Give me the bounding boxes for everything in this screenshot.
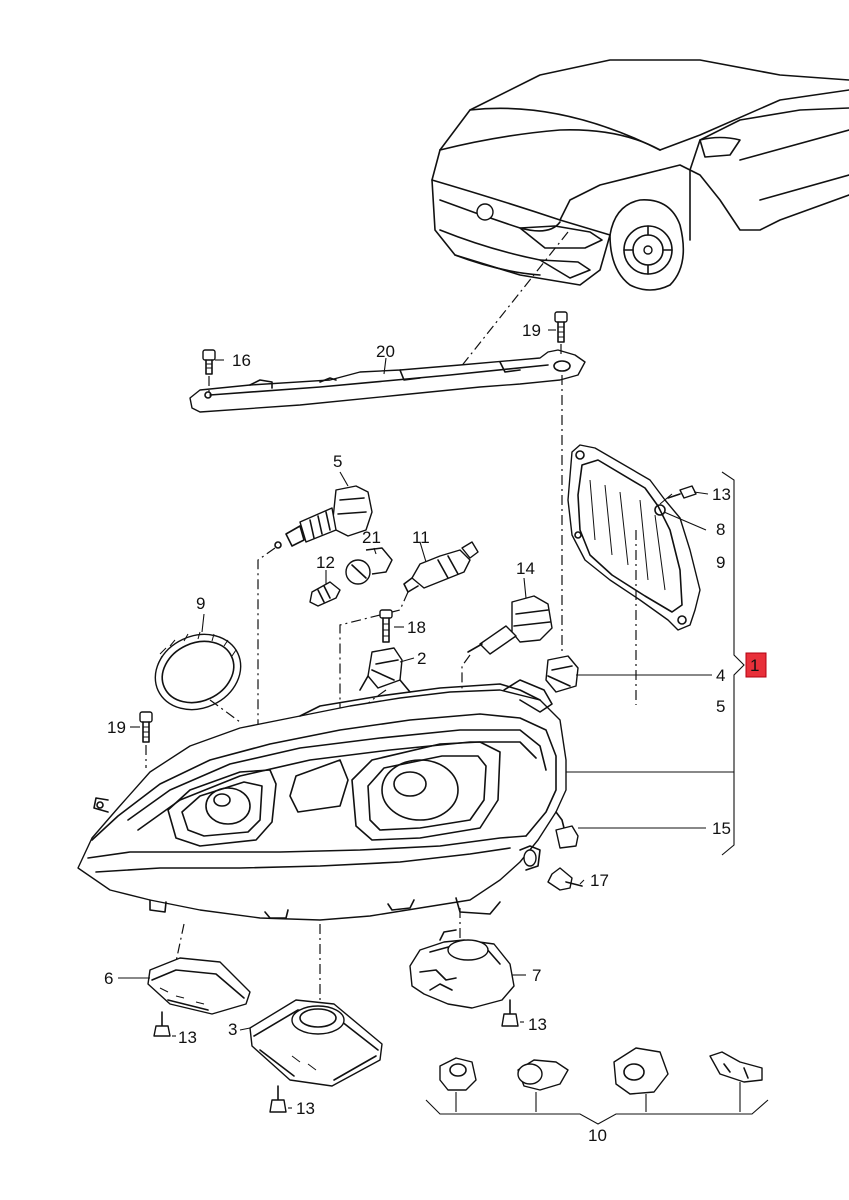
part-13-bolt-cover	[667, 485, 697, 499]
part-21-bulb	[345, 547, 393, 585]
part-13-bolt-a	[153, 1011, 171, 1037]
part-14-xenon-bulb	[467, 595, 553, 655]
callout-21: 21	[362, 528, 381, 547]
callout-16: 16	[232, 351, 251, 370]
callout-10: 10	[588, 1126, 607, 1145]
group-bracket-10	[425, 1099, 769, 1125]
callout-numbers: 1 2 3 4 5 5 6 7 8 9 9 10 11 12 13 13 13 …	[104, 321, 759, 1145]
callout-5-group: 5	[716, 697, 725, 716]
callout-19-left: 19	[107, 718, 126, 737]
callout-4: 4	[716, 666, 725, 685]
part-3-ballast	[249, 999, 383, 1087]
callout-11: 11	[412, 528, 430, 547]
callout-1: 1	[750, 656, 759, 675]
group-bracket-1	[721, 471, 745, 856]
callout-20: 20	[376, 342, 395, 361]
callout-13-module: 13	[178, 1028, 197, 1047]
part-4-clip	[545, 655, 579, 693]
part-12-bulb	[309, 581, 341, 607]
part-1-highlight	[745, 652, 767, 678]
part-10-sensors	[439, 1047, 763, 1095]
part-19-bolt-upper	[554, 311, 568, 356]
callout-7: 7	[532, 966, 541, 985]
callout-19-top: 19	[522, 321, 541, 340]
part-1-headlight-assembly	[77, 679, 567, 921]
callout-2: 2	[417, 649, 426, 668]
callout-14: 14	[516, 559, 535, 578]
callout-18: 18	[407, 618, 426, 637]
part-2-clip	[359, 647, 411, 693]
callout-9-ring: 9	[196, 594, 205, 613]
leader-lines	[118, 329, 734, 1109]
part-19-bolt-left	[139, 711, 153, 743]
callout-17: 17	[590, 871, 609, 890]
part-11-bulb	[403, 541, 479, 593]
callout-13-ballast: 13	[296, 1099, 315, 1118]
callout-9-group: 9	[716, 553, 725, 572]
part-15-clip	[555, 825, 579, 849]
part-13-bolt-c	[501, 999, 519, 1027]
callout-6: 6	[104, 969, 113, 988]
part-7-bracket	[409, 929, 515, 1009]
part-20-bracket	[189, 349, 586, 413]
part-16-bolt	[202, 349, 216, 392]
car-front-illustration	[431, 59, 849, 291]
part-6-control-module	[147, 957, 251, 1015]
part-9-ring	[154, 631, 242, 711]
callout-12: 12	[316, 553, 335, 572]
part-17-bolt	[547, 867, 583, 891]
callout-8: 8	[716, 520, 725, 539]
callout-13-bracket: 13	[528, 1015, 547, 1034]
part-18-screw	[379, 609, 393, 643]
callout-5-socket: 5	[333, 452, 342, 471]
part-5-socket	[274, 485, 373, 549]
callout-3: 3	[228, 1020, 237, 1039]
part-13-bolt-b	[269, 1085, 287, 1113]
callout-13-cover: 13	[712, 485, 731, 504]
part-8-cover	[567, 444, 701, 631]
callout-15: 15	[712, 819, 731, 838]
